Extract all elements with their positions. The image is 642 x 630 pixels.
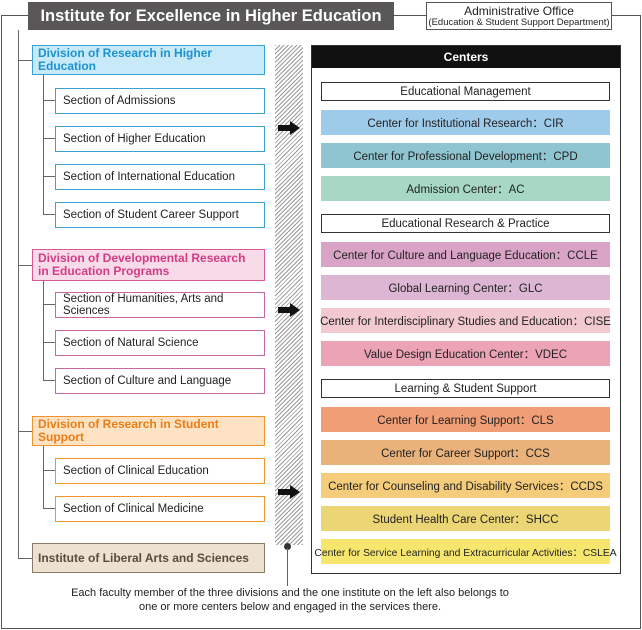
center-ccds: Center for Counseling and Disability Ser… — [321, 473, 610, 498]
section-branch-line — [43, 214, 55, 215]
section-branch-line — [43, 380, 55, 381]
center-shcc: Student Health Care Center：SHCC — [321, 506, 610, 531]
institute-title: Institute for Excellence in Higher Educa… — [28, 2, 394, 30]
division-3-tree-line — [43, 446, 44, 509]
section-branch-line — [43, 100, 55, 101]
division-2-label-line-1: Division of Developmental Research — [38, 251, 246, 265]
center-cslea: Center for Service Learning and Extracur… — [314, 539, 617, 564]
section-culture-language: Section of Culture and Language — [55, 368, 265, 394]
section-branch-line — [43, 304, 55, 305]
section-clinical-education: Section of Clinical Education — [55, 458, 265, 484]
note-pointer-line — [287, 548, 288, 586]
section-natural-science: Section of Natural Science — [55, 330, 265, 356]
category-learning-student-support: Learning & Student Support — [321, 379, 610, 398]
section-admissions: Section of Admissions — [55, 88, 265, 114]
footnote-line-1: Each faculty member of the three divisio… — [71, 587, 509, 599]
division-2-tree-line — [43, 281, 44, 381]
center-glc: Global Learning Center：GLC — [321, 275, 610, 300]
centers-heading: Centers — [312, 46, 620, 68]
tree-trunk-line — [18, 30, 19, 559]
centers-panel — [311, 45, 621, 574]
section-branch-line — [43, 138, 55, 139]
category-educational-management: Educational Management — [321, 82, 610, 101]
arrow-right-icon — [278, 485, 300, 499]
institute-liberal-arts-sciences: Institute of Liberal Arts and Sciences — [32, 543, 265, 573]
footnote: Each faculty member of the three divisio… — [40, 586, 540, 614]
branch-line-division-2 — [18, 265, 32, 266]
branch-line-division-3 — [18, 431, 32, 432]
section-branch-line — [43, 508, 55, 509]
hatched-connector-band — [275, 45, 303, 545]
admin-office-label: Administrative Office — [464, 4, 574, 18]
category-educational-research-practice: Educational Research & Practice — [321, 214, 610, 233]
division-developmental-research: Division of Developmental Research in Ed… — [32, 249, 265, 281]
admin-connector — [394, 15, 426, 16]
branch-line-division-1 — [18, 60, 32, 61]
arrow-right-icon — [278, 303, 300, 317]
center-ccs: Center for Career Support：CCS — [321, 440, 610, 465]
branch-line-institute — [18, 558, 32, 559]
division-research-student-support: Division of Research in Student Support — [32, 416, 265, 446]
section-clinical-medicine: Section of Clinical Medicine — [55, 496, 265, 522]
note-pointer-dot — [284, 543, 291, 550]
division-1-tree-line — [43, 75, 44, 215]
section-higher-education: Section of Higher Education — [55, 126, 265, 152]
division-research-higher-education: Division of Research in Higher Education — [32, 45, 265, 75]
arrow-right-icon — [278, 121, 300, 135]
center-cpd: Center for Professional Development：CPD — [321, 143, 610, 168]
center-cir: Center for Institutional Research：CIR — [321, 110, 610, 135]
section-branch-line — [43, 176, 55, 177]
footnote-line-2: one or more centers below and engaged in… — [138, 601, 442, 613]
section-student-career-support: Section of Student Career Support — [55, 202, 265, 228]
admin-office-department: (Education & Student Support Department) — [428, 17, 610, 28]
section-branch-line — [43, 342, 55, 343]
center-cise: Center for Interdisciplinary Studies and… — [320, 308, 611, 333]
administrative-office-box: Administrative Office (Education & Stude… — [426, 2, 612, 30]
center-ccle: Center for Culture and Language Educatio… — [321, 242, 610, 267]
section-branch-line — [43, 470, 55, 471]
center-ac: Admission Center：AC — [321, 176, 610, 201]
section-humanities-arts-sciences: Section of Humanities, Arts and Sciences — [55, 292, 265, 318]
section-international-education: Section of International Education — [55, 164, 265, 190]
center-vdec: Value Design Education Center：VDEC — [321, 341, 610, 366]
center-cls: Center for Learning Support：CLS — [321, 407, 610, 432]
division-2-label-line-2: in Education Programs — [38, 264, 170, 278]
